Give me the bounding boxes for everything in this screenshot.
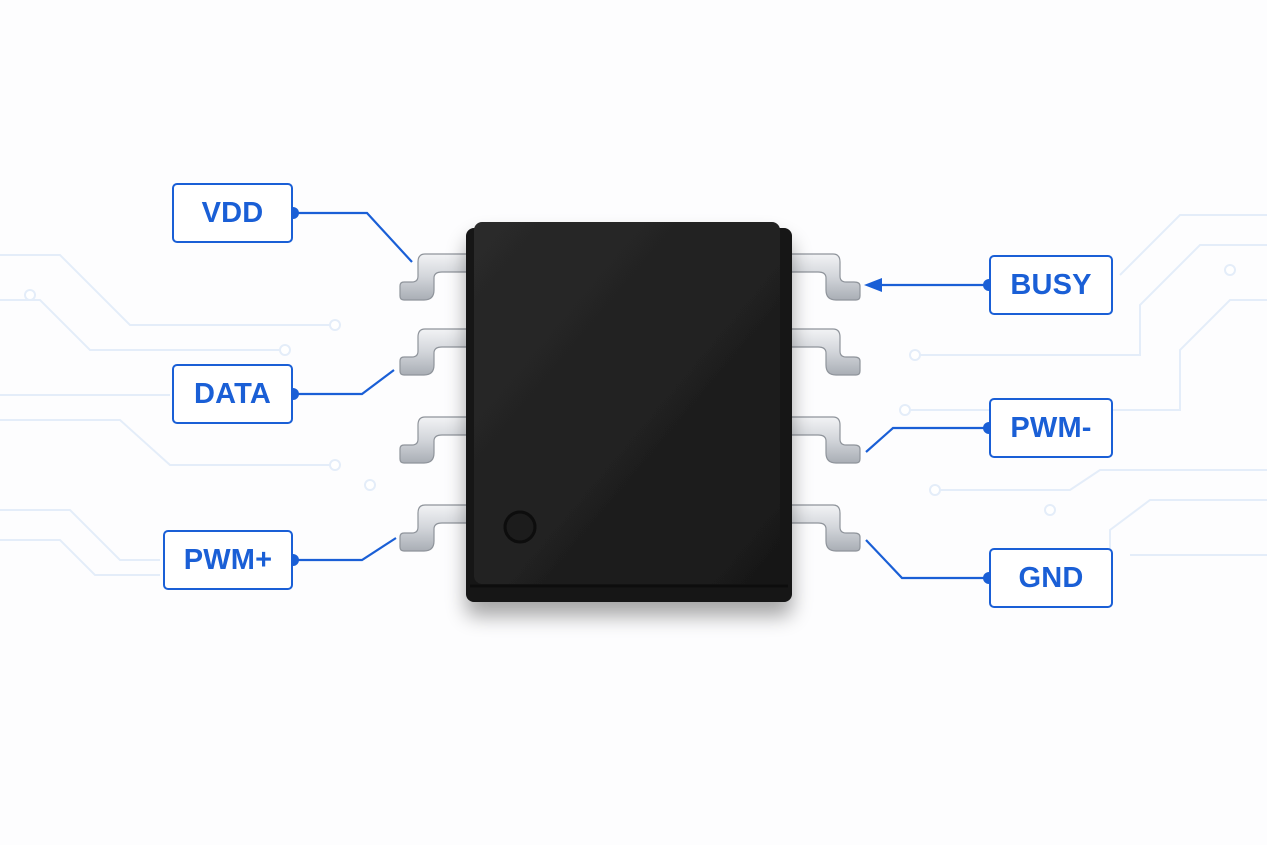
vdd-leader-line bbox=[293, 211, 413, 263]
left-lead-4 bbox=[399, 504, 471, 552]
pin-label-pwm-plus: PWM+ bbox=[163, 530, 293, 590]
pin-label-gnd: GND bbox=[989, 548, 1113, 608]
right-lead-3 bbox=[787, 416, 861, 464]
pin-label-busy: BUSY bbox=[989, 255, 1113, 315]
data-leader-line bbox=[293, 369, 395, 396]
left-lead-2 bbox=[399, 328, 471, 376]
pin1-marker bbox=[503, 510, 537, 544]
pin-label-pwm-minus: PWM- bbox=[989, 398, 1113, 458]
ic-package bbox=[466, 222, 792, 602]
right-lead-1 bbox=[787, 253, 861, 301]
left-lead-3 bbox=[399, 416, 471, 464]
ic-body-top bbox=[474, 222, 780, 584]
busy-arrowhead bbox=[864, 278, 882, 292]
pwm-minus-leader-line bbox=[865, 426, 989, 453]
right-lead-4 bbox=[787, 504, 861, 552]
right-lead-2 bbox=[787, 328, 861, 376]
gnd-leader-line bbox=[865, 539, 989, 580]
pin-label-data: DATA bbox=[172, 364, 293, 424]
left-lead-1 bbox=[399, 253, 471, 301]
pwm-plus-leader-line bbox=[293, 537, 397, 562]
pin-label-vdd: VDD bbox=[172, 183, 293, 243]
